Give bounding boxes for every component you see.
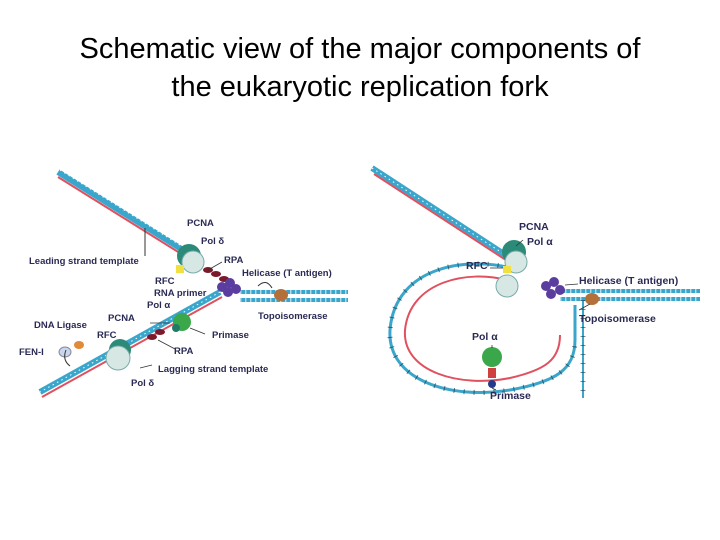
left-pointer-lines <box>139 261 223 369</box>
rotation-arrow-left <box>257 282 273 289</box>
label-pol-alpha-right-bottom: Pol α <box>472 331 498 343</box>
label-pcna-top: PCNA <box>187 218 214 229</box>
pol-delta-top-shape <box>181 250 205 274</box>
left-panel: PCNA Pol δ Leading strand template RPA H… <box>19 169 348 398</box>
label-dna-ligase: DNA Ligase <box>34 320 87 331</box>
lagging-strand-loop <box>387 261 578 395</box>
title-line-2: the eukaryotic replication fork <box>171 71 549 103</box>
label-topoisomerase-right: Topoisomerase <box>579 313 656 325</box>
label-helicase-left: Helicase (T antigen) <box>242 268 332 279</box>
label-topoisomerase-left: Topoisomerase <box>258 311 328 322</box>
label-pol-delta-top: Pol δ <box>201 236 224 247</box>
title-line-1: Schematic view of the major components o… <box>79 33 641 65</box>
label-leading-strand-template: Leading strand template <box>29 256 139 267</box>
fen1-arrow <box>64 349 71 367</box>
label-rfc-right: RFC <box>466 260 488 272</box>
right-unwound-duplex <box>560 289 700 301</box>
helicase-right <box>541 277 565 299</box>
right-panel: PCNA Pol α RFC Helicase (T antigen) Topo… <box>370 165 700 402</box>
primase-pol-alpha-right <box>482 347 502 388</box>
label-primase-left: Primase <box>212 330 249 341</box>
label-rna-primer: RNA primer <box>154 288 207 299</box>
right-parental-duplex <box>370 165 513 265</box>
dna-ligase-shape <box>74 341 84 349</box>
rpa-beads-top <box>203 267 229 282</box>
pcna-pol-delta-bottom <box>105 339 131 371</box>
primase-pol-alpha-left <box>172 313 191 332</box>
rpa-beads-bottom <box>147 329 165 340</box>
label-rfc-bottom: RFC <box>97 330 117 341</box>
helicase-left <box>217 278 241 297</box>
label-pol-alpha-left: Pol α <box>147 300 170 311</box>
label-rpa-bottom: RPA <box>174 346 193 357</box>
pcna-pol-alpha-right <box>495 240 528 298</box>
label-helicase-right: Helicase (T antigen) <box>579 275 678 287</box>
slide-title: Schematic view of the major components o… <box>0 30 720 106</box>
label-rpa-top: RPA <box>224 255 243 266</box>
topoisomerase-left-shape <box>274 289 288 301</box>
pcna-pol-delta-top <box>176 244 205 274</box>
left-parental-duplex <box>56 169 185 256</box>
label-pcna-bottom: PCNA <box>108 313 135 324</box>
label-primase-right: Primase <box>490 390 531 402</box>
label-pol-delta-bottom: Pol δ <box>131 378 154 389</box>
label-lagging-strand-template: Lagging strand template <box>158 364 268 375</box>
label-fen1: FEN-I <box>19 347 44 358</box>
topoisomerase-right-shape <box>585 293 599 305</box>
left-lagging-strand <box>38 289 223 398</box>
left-unwound-duplex <box>240 290 348 302</box>
label-pol-alpha-right-top: Pol α <box>527 236 553 248</box>
label-pcna-right: PCNA <box>519 221 549 233</box>
right-pointer-lines <box>490 239 591 391</box>
rfc-top-shape <box>176 265 184 273</box>
label-rfc-top: RFC <box>155 276 175 287</box>
